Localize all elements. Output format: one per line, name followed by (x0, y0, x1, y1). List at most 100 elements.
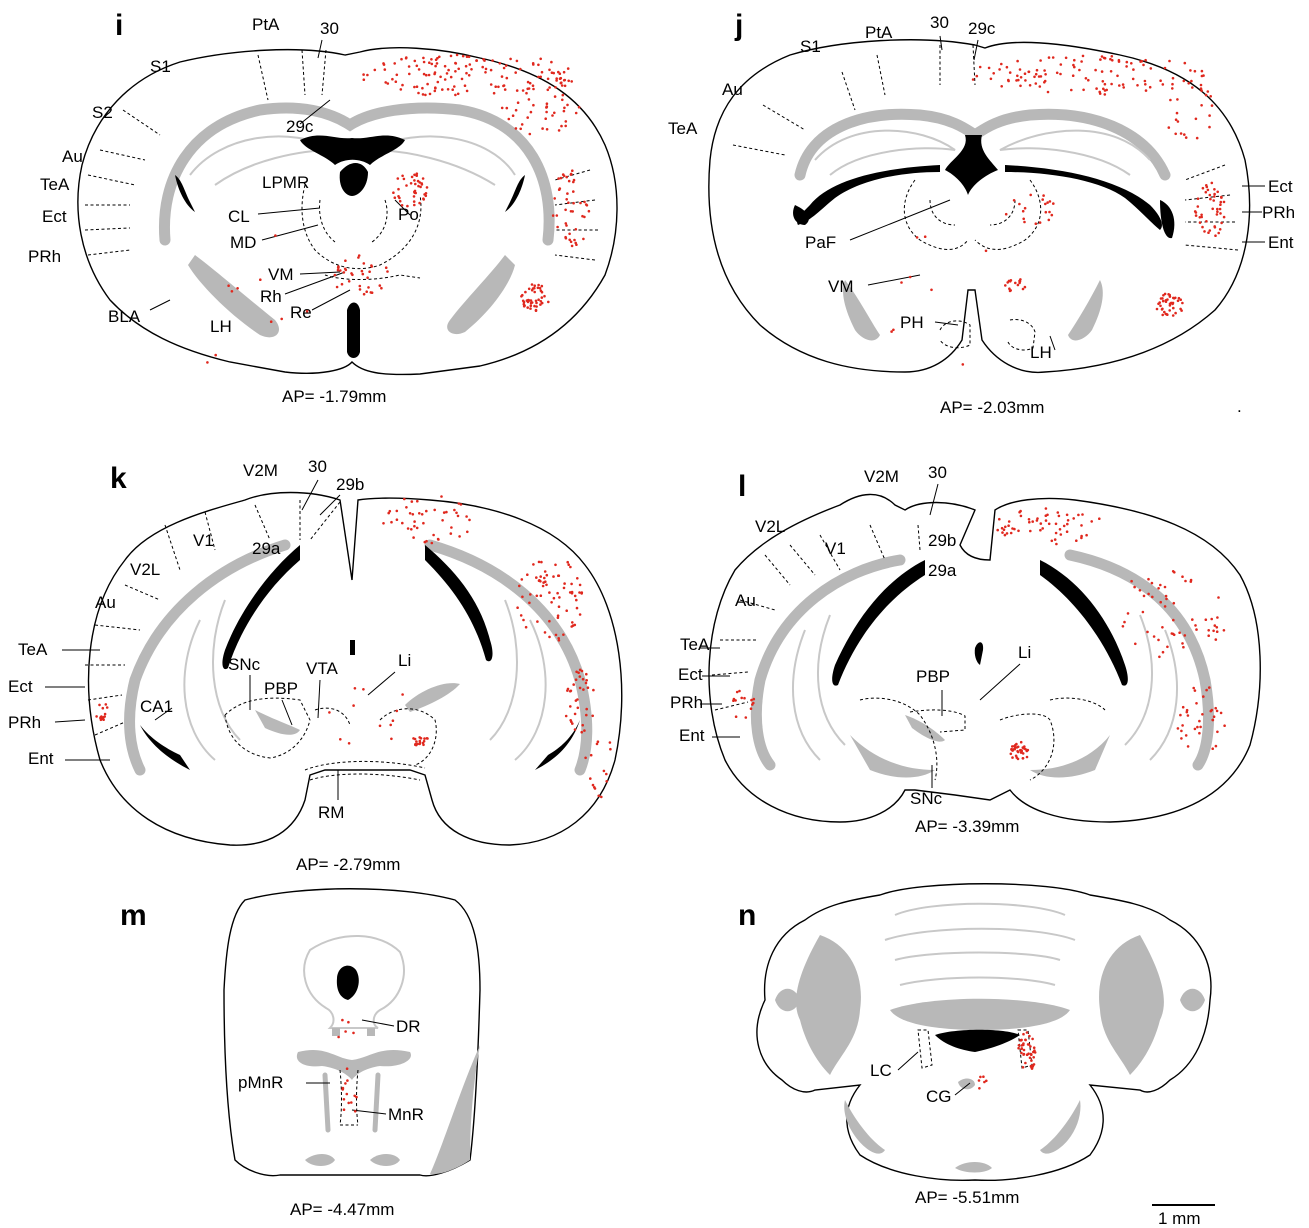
labelled-cell-dot (425, 540, 428, 543)
labelled-cell-dot (539, 580, 542, 583)
region-label: PBP (264, 679, 298, 698)
labelled-cell-dot (1166, 646, 1169, 649)
labelled-cell-dot (572, 624, 575, 627)
labelled-cell-dot (558, 639, 561, 642)
labelled-cell-dot (227, 284, 230, 287)
spot-right-m (367, 1028, 375, 1036)
labelled-cell-dot (1215, 745, 1218, 748)
labelled-cell-dot (1180, 737, 1183, 740)
labelled-cell-dot (1036, 517, 1039, 520)
labelled-cell-dot (1085, 534, 1088, 537)
labelled-cell-dot (1165, 598, 1168, 601)
labelled-cell-dot (541, 285, 544, 288)
labelled-cell-dot (1126, 61, 1129, 64)
labelled-cell-dot (1223, 629, 1226, 632)
labelled-cell-dot (444, 65, 447, 68)
labelled-cell-dot (1169, 295, 1172, 298)
labelled-cell-dot (362, 273, 365, 276)
labelled-cell-dot (1098, 517, 1101, 520)
panel-label-j: j (734, 9, 743, 42)
labelled-cell-dot (515, 127, 518, 130)
labelled-cell-dot (1080, 524, 1083, 527)
labelled-cell-dot (564, 85, 567, 88)
labelled-cell-dot (348, 742, 351, 745)
labelled-cell-dot (1190, 579, 1193, 582)
labelled-cell-dot (422, 522, 425, 525)
labelled-cell-dot (576, 607, 579, 610)
labelled-cell-dot (1028, 521, 1031, 524)
labelled-cell-dot (574, 595, 577, 598)
labelled-cell-dot (574, 713, 577, 716)
labelled-cell-dot (983, 1081, 986, 1084)
labelled-cell-dot (1219, 228, 1222, 231)
labelled-cell-dot (359, 288, 362, 291)
labelled-cell-dot (531, 301, 534, 304)
labelled-cell-dot (401, 693, 404, 696)
labelled-cell-dot (563, 79, 566, 82)
labelled-cell-dot (1172, 619, 1175, 622)
region-label: DR (396, 1017, 421, 1036)
labelled-cell-dot (1147, 578, 1150, 581)
labelled-cell-dot (544, 631, 547, 634)
labelled-cell-dot (428, 74, 431, 77)
labelled-cell-dot (526, 306, 529, 309)
labelled-cell-dot (1142, 611, 1145, 614)
labelled-cell-dot (551, 71, 554, 74)
labelled-cell-dot (1214, 624, 1217, 627)
labelled-cell-dot (413, 525, 416, 528)
labelled-cell-dot (379, 725, 382, 728)
labelled-cell-dot (575, 599, 578, 602)
labelled-cell-dot (1139, 589, 1142, 592)
labelled-cell-dot (1018, 203, 1021, 206)
labelled-cell-dot (385, 266, 388, 269)
labelled-cell-dot (1070, 89, 1073, 92)
labelled-cell-dot (1034, 1051, 1037, 1054)
labelled-cell-dot (1132, 78, 1135, 81)
labelled-cell-dot (1223, 201, 1226, 204)
labelled-cell-dot (541, 71, 544, 74)
labelled-cell-dot (988, 67, 991, 70)
labelled-cell-dot (423, 740, 426, 743)
region-label: V2M (243, 461, 278, 480)
labelled-cell-dot (1048, 211, 1051, 214)
labelled-cell-dot (554, 564, 557, 567)
labelled-cell-dot (1059, 528, 1062, 531)
labelled-cell-dot (1214, 234, 1217, 237)
labelled-cell-dot (1220, 201, 1223, 204)
labelled-cell-dot (596, 743, 599, 746)
labelled-cell-dot (1035, 73, 1038, 76)
labelled-cell-dot (1172, 307, 1175, 310)
labelled-cell-dot (1063, 525, 1066, 528)
labelled-cell-dot (1020, 741, 1023, 744)
labelled-cell-dot (1213, 193, 1216, 196)
labelled-cell-dot (568, 180, 571, 183)
labelled-cell-dot (576, 698, 579, 701)
labelled-cell-dot (1151, 582, 1154, 585)
labelled-cell-dot (1179, 714, 1182, 717)
labelled-cell-dot (433, 73, 436, 76)
labelled-cell-dot (1048, 523, 1051, 526)
labelled-cell-dot (546, 102, 549, 105)
region-label: 29c (286, 117, 314, 136)
labelled-cell-dot (553, 597, 556, 600)
labelled-cell-dot (490, 69, 493, 72)
labelled-cell-dot (976, 75, 979, 78)
labelled-cell-dot (396, 710, 399, 713)
labelled-cell-dot (418, 512, 421, 515)
labelled-cell-dot (1151, 596, 1154, 599)
labelled-cell-dot (571, 592, 574, 595)
labelled-cell-dot (363, 78, 366, 81)
labelled-cell-dot (418, 181, 421, 184)
labelled-cell-dot (1048, 56, 1051, 59)
region-label: V2M (864, 467, 899, 486)
labelled-cell-dot (422, 93, 425, 96)
region-label: SNc (910, 789, 943, 808)
labelled-cell-dot (1031, 1066, 1034, 1069)
labelled-cell-dot (370, 265, 373, 268)
labelled-cell-dot (561, 84, 564, 87)
region-label: 29a (252, 539, 281, 558)
region-label: V1 (825, 539, 846, 558)
labelled-cell-dot (426, 737, 429, 740)
region-label: MD (230, 233, 256, 252)
labelled-cell-dot (1143, 595, 1146, 598)
